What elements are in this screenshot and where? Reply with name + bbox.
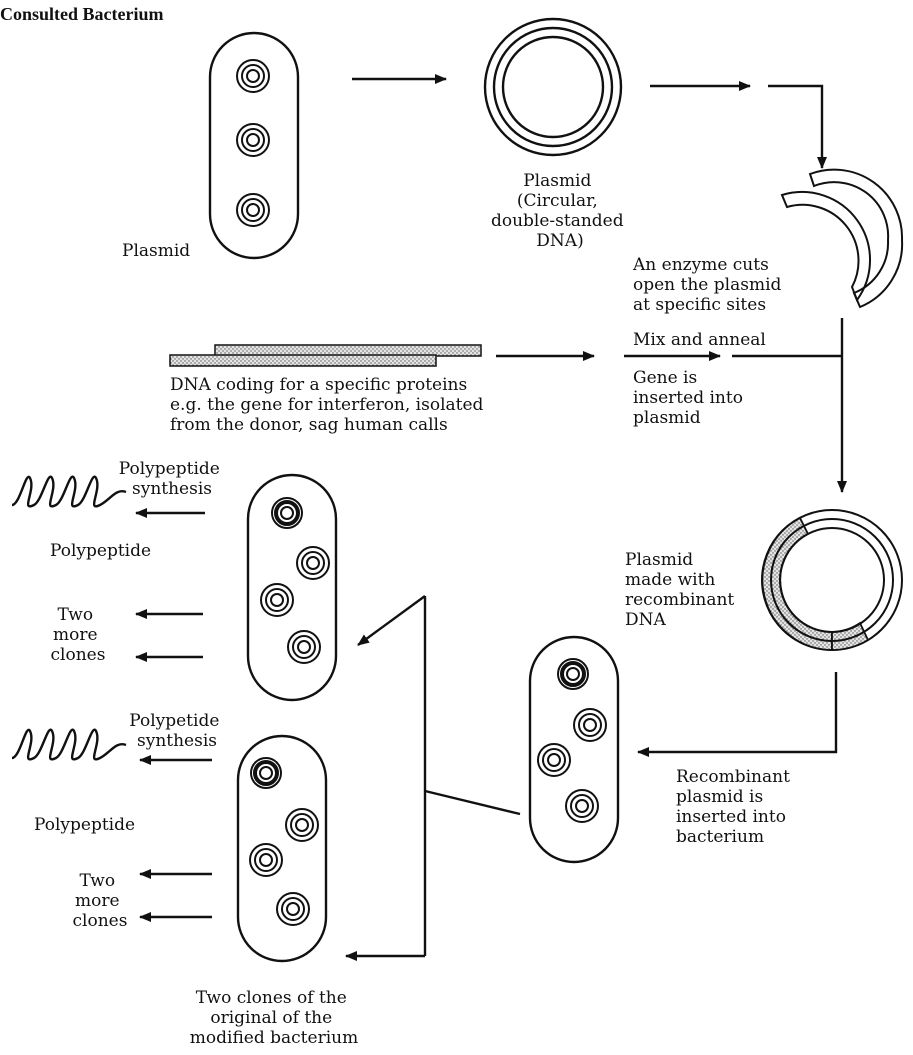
clone1-synthesis-text: Polypeptide synthesis: [119, 459, 225, 499]
arrow-left-icon: [638, 672, 836, 752]
clone-bacterium-2: [238, 736, 326, 961]
clone2-polypeptide-text: Polypeptide: [34, 815, 135, 835]
plasmid-ring-icon: [574, 709, 606, 741]
clone2-more-clones-text: Two more clones: [73, 871, 128, 931]
polypeptide-coil-icon: [12, 477, 126, 507]
clone1-more-clones-text: Two more clones: [51, 605, 106, 665]
plasmid-ring-icon: [237, 194, 269, 226]
recombinant-inserted-text: Recombinant plasmid is inserted into bac…: [676, 767, 795, 847]
polypeptide-coil-icon: [12, 730, 126, 760]
arrow-down-icon: [768, 86, 822, 168]
plasmid-label: Plasmid: [122, 241, 190, 261]
plasmid-ring-icon: [277, 893, 309, 925]
plasmid-double-ring: [485, 19, 621, 155]
mix-anneal-text: Mix and anneal: [633, 330, 766, 350]
plasmid-ring-icon: [566, 790, 598, 822]
plasmid-ring-icon: [237, 124, 269, 156]
plasmid-ring-icon: [286, 809, 318, 841]
clone-bacterium-1: [248, 475, 336, 700]
two-clones-caption: Two clones of the original of the modifi…: [190, 988, 358, 1048]
modified-bacterium: [530, 637, 618, 862]
plasmid-ring-icon: [261, 584, 293, 616]
original-bacterium: [210, 33, 298, 258]
gene-inserted-text: Gene is inserted into plasmid: [633, 368, 748, 428]
plasmid-ring-icon: [538, 744, 570, 776]
plasmid-ring-icon: [288, 631, 320, 663]
consulted-bacterium-title: Consulted Bacterium: [0, 4, 164, 24]
cut-plasmid: [782, 170, 902, 307]
recombinant-plasmid: [762, 510, 902, 650]
clone2-synthesis-text: Polypetide synthesis: [129, 711, 225, 751]
donor-dna-text: DNA coding for a specific proteins e.g. …: [170, 375, 489, 435]
plasmid-ring-icon: [297, 547, 329, 579]
recombinant-plasmid-text: Plasmid made with recombinant DNA: [625, 550, 740, 630]
arrow-left-icon: [358, 596, 425, 645]
clone1-polypeptide-text: Polypeptide: [50, 541, 151, 561]
enzyme-cut-text: An enzyme cuts open the plasmid at speci…: [632, 255, 787, 315]
plasmid-ring-icon: [250, 844, 282, 876]
plasmid-ring-icon: [237, 60, 269, 92]
plasmid-description: Plasmid (Circular, double-standed DNA): [491, 171, 629, 251]
donor-dna-strands: [170, 345, 481, 366]
